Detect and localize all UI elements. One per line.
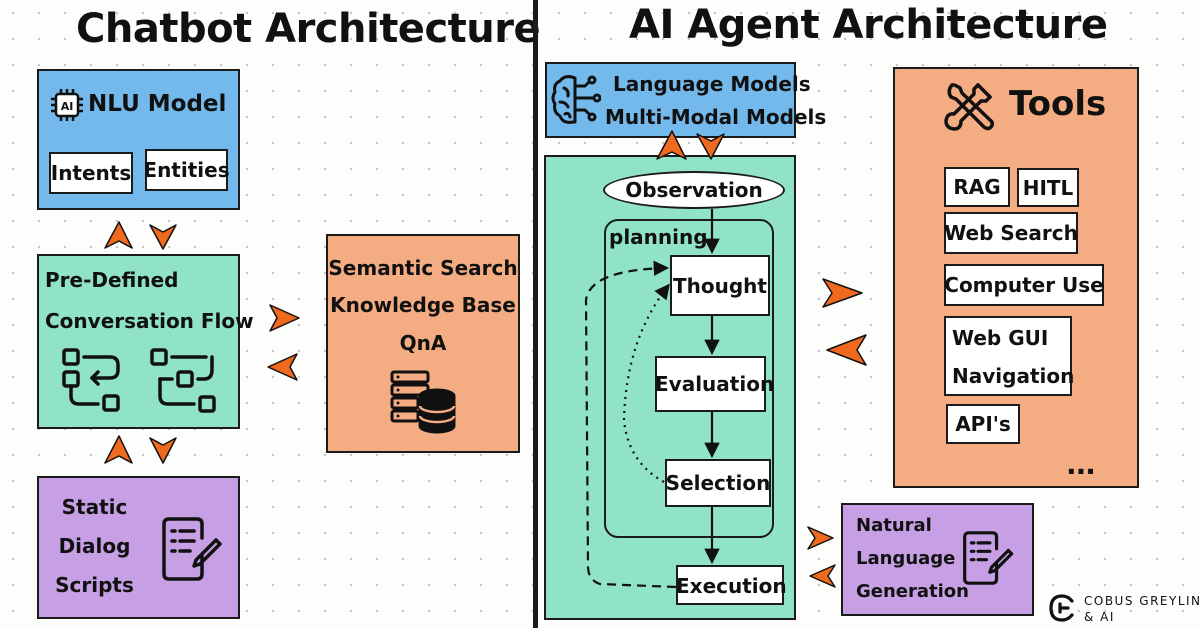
scripts-up-arrow	[104, 435, 133, 464]
scripts-down-arrow	[149, 437, 177, 464]
models-up-arrow	[656, 130, 687, 160]
nlg-document-edit-icon	[963, 529, 1015, 587]
tools-icon	[944, 81, 995, 131]
nlg-line2: Language	[856, 548, 956, 569]
evaluation-label: Evaluation	[655, 372, 775, 396]
thought-label: Thought	[673, 274, 767, 298]
to-knowledge-arrow	[269, 304, 300, 332]
to-tools-arrow	[822, 278, 863, 308]
execution-node	[676, 565, 784, 605]
nlu-up-arrow	[104, 221, 133, 249]
nlu-down-arrow	[149, 224, 177, 250]
web-gui-line2: Navigation	[952, 364, 1075, 388]
ai-chip-label: AI	[61, 100, 74, 113]
models-down-arrow	[696, 133, 725, 160]
selection-label: Selection	[665, 471, 771, 495]
nlg-box	[841, 503, 1034, 616]
brand-name-line1: COBUS GREYLING	[1084, 594, 1200, 608]
knowledge-line3: QnA	[399, 331, 447, 355]
knowledge-line1: Semantic Search	[328, 256, 518, 280]
database-icon	[390, 370, 456, 434]
models-line2: Multi-Modal Models	[605, 105, 827, 129]
nlg-line3: Generation	[856, 581, 969, 602]
knowledge-line2: Knowledge Base	[330, 293, 516, 317]
hitl-pill: HITL	[1017, 168, 1079, 207]
thought-node	[670, 255, 770, 316]
observation-node: Observation	[603, 171, 785, 209]
nlg-line1: Natural	[856, 515, 932, 536]
selection-node	[665, 459, 771, 507]
agent-architecture-title: AI Agent Architecture	[629, 2, 1108, 48]
flow-label-line2: Conversation Flow	[45, 309, 254, 333]
web-search-pill: Web Search	[944, 212, 1078, 254]
planning-frame	[604, 219, 774, 538]
nlu-model-label: NLU Model	[88, 91, 227, 117]
flow-label-line1: Pre-Defined	[45, 268, 179, 292]
apis-pill: API's	[946, 404, 1020, 444]
section-divider	[533, 0, 538, 628]
brain-circuit-icon	[551, 72, 602, 128]
web-gui-line1: Web GUI	[952, 326, 1049, 350]
workflow-icon	[62, 348, 126, 412]
from-knowledge-arrow	[267, 353, 298, 381]
chatbot-architecture-title: Chatbot Architecture	[76, 6, 541, 52]
ai-chip-icon: AI	[50, 88, 84, 122]
more-tools-ellipsis: ...	[1066, 448, 1096, 481]
brand-name-line2: & AI	[1084, 610, 1115, 624]
from-nlg-arrow	[809, 564, 836, 588]
computer-use-pill: Computer Use	[944, 264, 1104, 306]
models-line1: Language Models	[613, 72, 811, 96]
from-tools-arrow	[826, 334, 867, 366]
rag-pill: RAG	[944, 167, 1010, 207]
intents-pill: Intents	[49, 152, 133, 194]
scripts-line3: Scripts	[55, 573, 134, 597]
to-nlg-arrow	[807, 526, 834, 550]
brand-logo-icon	[1048, 593, 1078, 623]
web-gui-pill	[944, 316, 1072, 396]
scripts-line1: Static	[61, 495, 128, 519]
evaluation-node	[655, 356, 766, 412]
workflow-icon-2	[150, 348, 218, 414]
tools-title: Tools	[1009, 84, 1107, 124]
execution-label: Execution	[676, 574, 787, 598]
entities-pill: Entities	[143, 149, 230, 191]
planning-label: planning	[609, 225, 708, 249]
scripts-line2: Dialog	[58, 534, 131, 558]
document-edit-icon	[162, 516, 224, 582]
